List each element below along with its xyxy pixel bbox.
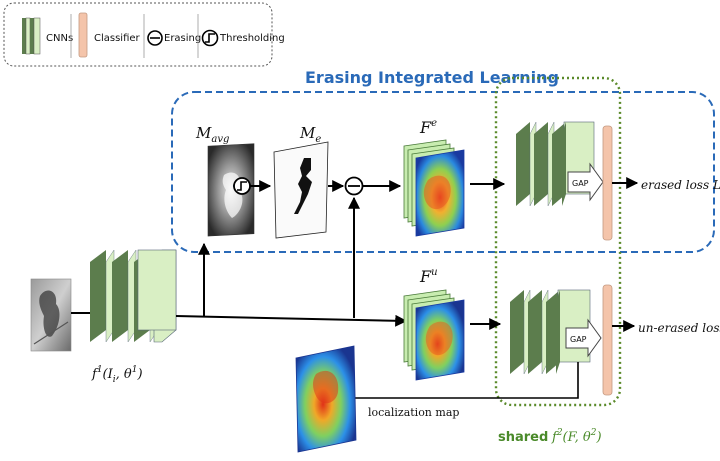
erasing-icon bbox=[147, 30, 163, 46]
shared-cnn-bottom bbox=[510, 289, 591, 375]
legend-erasing-label: Erasing bbox=[164, 33, 201, 44]
erasing-op bbox=[344, 176, 364, 196]
legend-classifier-label: Classifier bbox=[94, 33, 141, 44]
backbone-cnn bbox=[90, 249, 177, 343]
diagram-title: Erasing Integrated Learning bbox=[305, 68, 559, 87]
localization-arrow bbox=[333, 362, 579, 403]
fe-label: Fe bbox=[419, 118, 437, 137]
erased-loss-label: erased loss Le bbox=[641, 178, 720, 195]
legend: CNNs Classifier Erasing Thresholding bbox=[3, 2, 285, 67]
thresholding-op bbox=[233, 177, 251, 195]
backbone-to-fu-arrow bbox=[175, 314, 408, 327]
legend-cnns-label: CNNs bbox=[46, 33, 73, 44]
gap-top-label: GAP bbox=[572, 179, 589, 188]
shared-network-label: f2(F, θ2) bbox=[551, 428, 602, 445]
legend-cnn-icon bbox=[22, 17, 41, 55]
shared-region bbox=[494, 76, 622, 407]
fu-feature-maps bbox=[403, 289, 465, 381]
localization-map-label: localization map bbox=[368, 406, 459, 419]
input-image bbox=[30, 278, 72, 352]
me-label: Me bbox=[299, 124, 321, 145]
shared-label: shared bbox=[498, 430, 548, 445]
gap-bottom-label: GAP bbox=[570, 335, 587, 344]
localization-map-image bbox=[295, 345, 357, 453]
erasing-region bbox=[171, 91, 715, 253]
mavg-label: Mavg bbox=[195, 124, 229, 145]
legend-thresholding-label: Thresholding bbox=[219, 33, 285, 44]
fu-label: Fu bbox=[419, 267, 438, 286]
fe-feature-maps bbox=[403, 139, 465, 237]
classifier-bottom bbox=[602, 284, 613, 396]
gap-bottom: GAP bbox=[565, 318, 602, 358]
me-mask bbox=[273, 141, 329, 239]
unerased-loss-label: un-erased loss Lu bbox=[638, 321, 720, 338]
classifier-top bbox=[602, 125, 613, 241]
thresholding-icon bbox=[201, 29, 219, 47]
gap-top: GAP bbox=[567, 162, 604, 202]
legend-classifier-icon bbox=[78, 12, 88, 58]
shared-cnn-top bbox=[516, 121, 595, 207]
backbone-label: f1(Ii, θ1) bbox=[91, 365, 143, 385]
